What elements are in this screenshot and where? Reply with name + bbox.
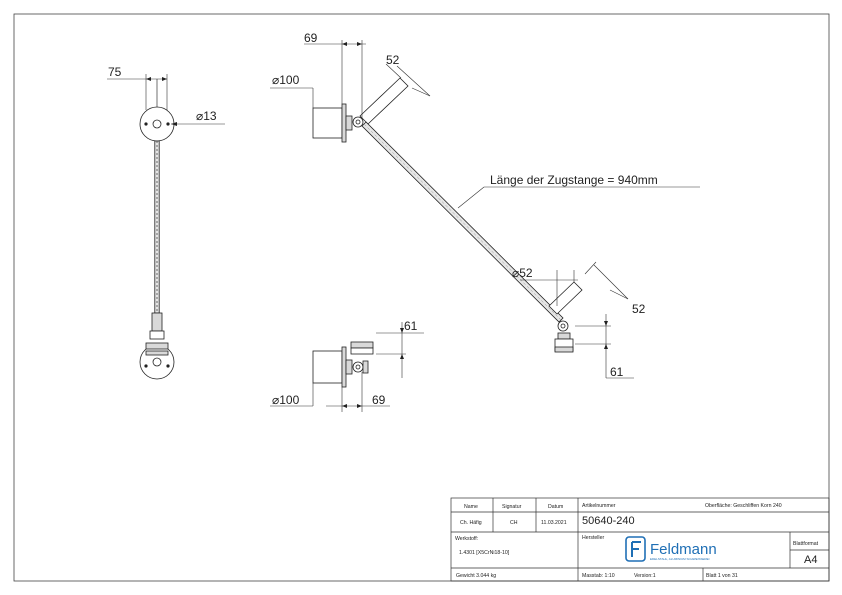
tb-werkstoff-label: Werkstoff: <box>455 536 478 542</box>
tb-werkstoff-value: 1.4301 [X5CrNi18-10] <box>459 550 510 556</box>
front-view: 69 52 ⌀100 Länge der Zugstange = 940mm ⌀… <box>270 31 700 379</box>
tb-massstab: Masstab: 1:10 <box>582 573 615 579</box>
tb-blatt: Blatt 1 von 31 <box>706 573 738 579</box>
dim-52-lower: 52 <box>632 302 646 316</box>
dim-dia-100-top: ⌀100 <box>272 73 300 87</box>
dim-75: 75 <box>108 65 122 79</box>
tb-col-name: Name <box>464 504 478 510</box>
tb-artikelnummer-label: Artikelnummer <box>582 503 616 509</box>
dim-69-bottom: 69 <box>372 393 386 407</box>
tb-blattformat-value: A4 <box>804 554 817 566</box>
left-view: 75 ⌀13 <box>107 65 225 380</box>
tb-oberflaeche: Oberfläche: Geschliffen Korn 240 <box>705 503 782 509</box>
logo-subtext: EDELSTAHL, ALUMINIUM SCHWEISSEREI <box>650 557 710 561</box>
dim-61-bottom: 61 <box>404 319 418 333</box>
bottom-view: 61 ⌀100 69 <box>270 319 424 412</box>
tb-name-value: Ch. Häfig <box>460 520 482 526</box>
tb-blattformat-label: Blattformat <box>793 541 819 547</box>
logo-text: Feldmann <box>650 541 717 558</box>
dim-hole-dia: ⌀13 <box>196 109 217 123</box>
dim-dia-100-bottom: ⌀100 <box>272 393 300 407</box>
tb-col-signatur: Signatur <box>502 504 522 510</box>
tb-gewicht: Gewicht 3.044 kg <box>456 573 496 579</box>
dim-61-lower: 61 <box>610 365 624 379</box>
rod-length-label: Länge der Zugstange = 940mm <box>490 173 658 187</box>
dim-dia-52-lower: ⌀52 <box>512 266 533 280</box>
tb-col-datum: Datum <box>548 504 563 510</box>
dim-52-upper: 52 <box>386 53 400 67</box>
tb-signatur-value: CH <box>510 520 518 526</box>
title-block: Name Signatur Datum Ch. Häfig CH 11.03.2… <box>450 497 830 582</box>
dim-69-top: 69 <box>304 31 318 45</box>
feldmann-logo: Feldmann EDELSTAHL, ALUMINIUM SCHWEISSER… <box>625 536 717 562</box>
drawing-frame <box>13 13 830 582</box>
tb-version: Version:1 <box>634 573 656 579</box>
tb-hersteller-label: Hersteller <box>582 535 604 541</box>
tb-datum-value: 11.03.2021 <box>541 520 567 526</box>
tb-artikelnummer-value: 50640-240 <box>582 515 635 527</box>
